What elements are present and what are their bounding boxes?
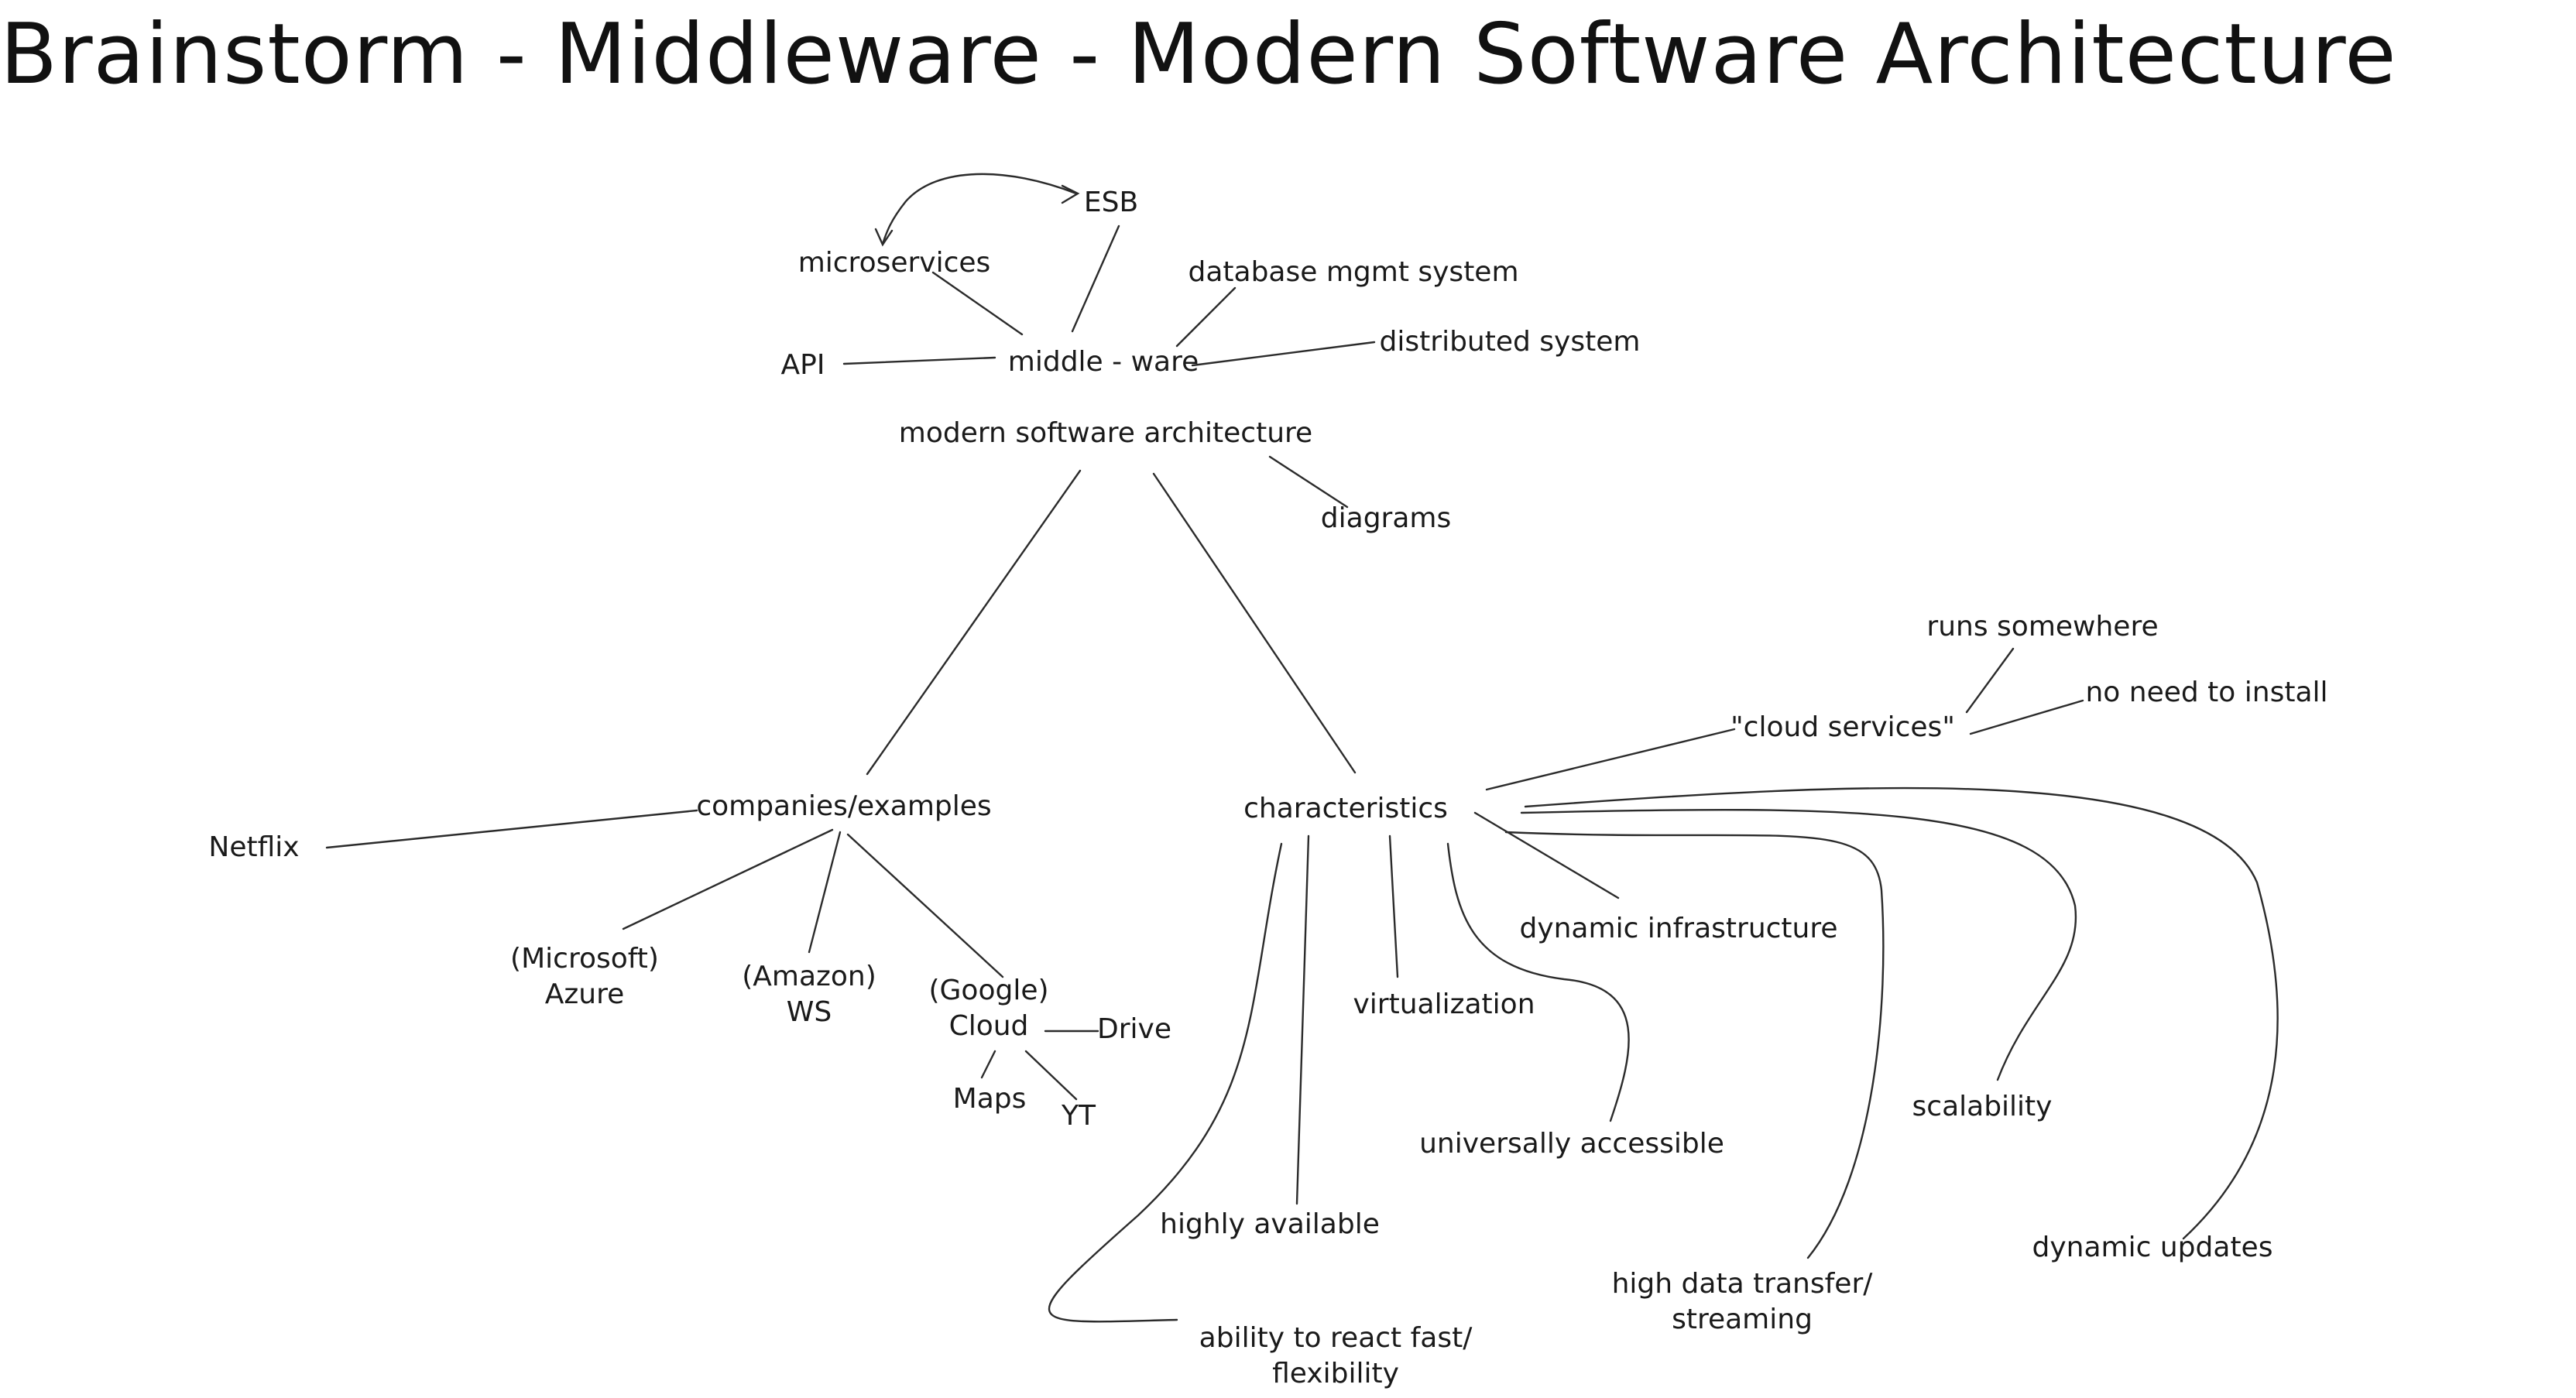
node-azure-line2: Azure	[544, 978, 625, 1010]
node-highly-available: highly available	[1160, 1208, 1380, 1240]
microservices-arrowhead	[874, 228, 894, 247]
node-ability-line2: flexibility	[1272, 1358, 1399, 1389]
node-dynamic-updates: dynamic updates	[2032, 1232, 2273, 1263]
edge-companies-aws	[808, 831, 842, 954]
node-characteristics: characteristics	[1243, 793, 1448, 824]
edge-companies-azure	[622, 828, 834, 930]
node-companies-examples: companies/examples	[696, 790, 992, 822]
edge-cloud-maps	[980, 1050, 996, 1079]
edge-msa-characteristics	[1152, 472, 1357, 774]
node-high-data-transfer: high data transfer/ streaming	[1612, 1266, 1873, 1338]
node-middleware: middle - ware	[1007, 346, 1199, 378]
node-scalability: scalability	[1912, 1091, 2053, 1122]
node-microservices: microservices	[797, 247, 991, 279]
node-yt: YT	[1062, 1100, 1096, 1132]
edge-db-middleware	[1175, 286, 1237, 348]
node-diagrams: diagrams	[1320, 502, 1452, 534]
node-google-line2: Cloud	[948, 1010, 1029, 1042]
edge-companies-google	[846, 833, 1004, 978]
node-database-mgmt-system: database mgmt system	[1188, 256, 1519, 288]
node-drive: Drive	[1097, 1013, 1171, 1045]
edge-char-universally	[1446, 842, 1630, 1122]
node-aws-line1: (Amazon)	[742, 961, 876, 992]
node-netflix: Netflix	[208, 831, 300, 863]
node-dynamic-infrastructure: dynamic infrastructure	[1519, 913, 1838, 944]
edge-companies-netflix	[325, 809, 698, 849]
edge-cloud-runs	[1965, 647, 2015, 714]
node-aws: (Amazon) WS	[742, 959, 876, 1030]
edge-char-dynamic-updates	[1524, 786, 2279, 1240]
node-aws-line2: WS	[786, 996, 832, 1028]
node-virtualization: virtualization	[1353, 989, 1535, 1020]
node-ability-to-react: ability to react fast/ flexibility	[1199, 1321, 1473, 1392]
edge-microservices-middleware	[931, 271, 1024, 336]
edge-char-highly-available	[1295, 834, 1310, 1205]
edge-characteristics-cloud	[1485, 728, 1736, 791]
node-high-data-line1: high data transfer/	[1611, 1268, 1873, 1300]
node-api: API	[780, 349, 825, 381]
node-distributed-system: distributed system	[1379, 326, 1641, 358]
edge-char-scalability	[1520, 808, 2077, 1081]
edge-char-virtualization	[1388, 834, 1399, 978]
edge-msa-diagrams	[1268, 455, 1349, 509]
node-cloud-services: "cloud services"	[1730, 711, 1955, 743]
node-esb: ESB	[1083, 187, 1139, 218]
edge-api-middleware	[842, 356, 996, 365]
node-modern-software-architecture: modern software architecture	[898, 417, 1313, 449]
node-runs-somewhere: runs somewhere	[1926, 611, 2159, 642]
node-high-data-line2: streaming	[1672, 1304, 1813, 1335]
node-maps: Maps	[952, 1083, 1027, 1115]
edge-char-dynamic-infra	[1473, 811, 1620, 899]
node-universally-accessible: universally accessible	[1419, 1128, 1724, 1160]
edge-msa-companies	[866, 469, 1082, 776]
edge-distributed-middleware	[1191, 341, 1376, 367]
esb-arrowhead	[1061, 184, 1080, 204]
edge-esb-middleware	[1071, 224, 1120, 333]
edge-cloud-yt	[1024, 1050, 1078, 1101]
node-azure: (Microsoft) Azure	[510, 941, 659, 1013]
node-no-need-to-install: no need to install	[2085, 677, 2328, 708]
node-google-cloud: (Google) Cloud	[928, 973, 1048, 1044]
edge-char-high-data	[1504, 831, 1885, 1259]
edge-cloud-noinstall	[1969, 699, 2084, 735]
node-google-line1: (Google)	[928, 975, 1049, 1006]
node-azure-line1: (Microsoft)	[510, 943, 659, 975]
page-title: Brainstorm - Middleware - Modern Softwar…	[0, 6, 2397, 103]
edge-char-ability	[1048, 842, 1283, 1323]
esb-microservices-arrow	[881, 173, 1078, 245]
node-ability-line1: ability to react fast/	[1199, 1322, 1473, 1354]
